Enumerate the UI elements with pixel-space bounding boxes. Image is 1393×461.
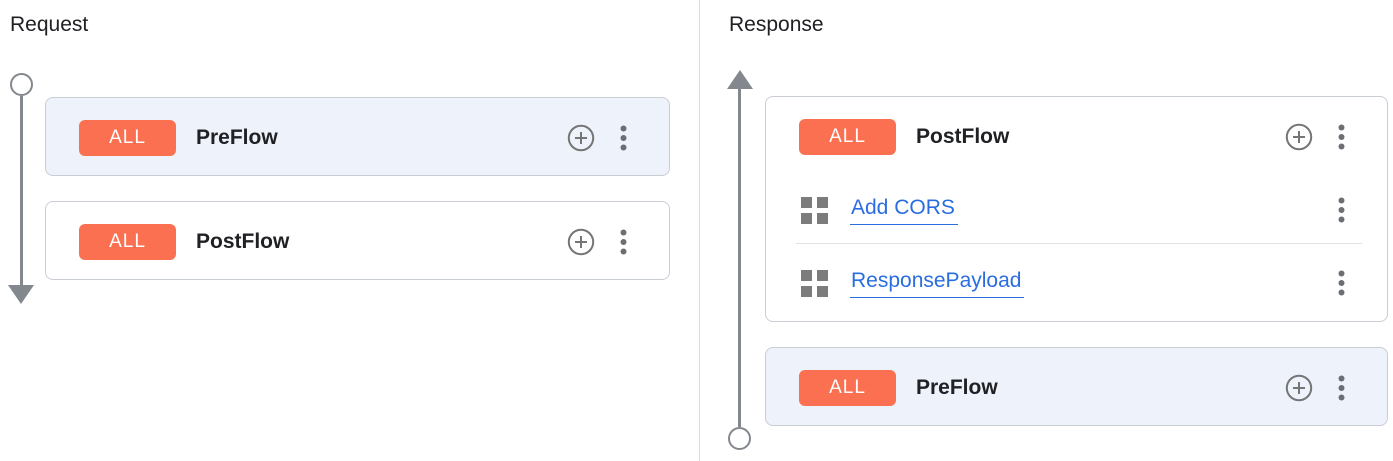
request-postflow-header: ALL PostFlow	[46, 202, 669, 281]
request-rail-line	[20, 96, 23, 286]
response-panel-title: Response	[729, 13, 824, 36]
request-preflow-header: ALL PreFlow	[46, 98, 669, 177]
response-rail-arrow-up-icon	[727, 70, 753, 89]
flow-actions	[566, 123, 627, 153]
policy-row-divider	[796, 243, 1362, 244]
flow-actions	[1284, 122, 1345, 152]
response-panel: Response ALL PostFlow	[700, 0, 1393, 461]
kebab-menu-icon	[1338, 124, 1345, 150]
flow-actions	[566, 227, 627, 257]
response-preflow-header: ALL PreFlow	[766, 348, 1387, 427]
flow-menu-button[interactable]	[620, 125, 627, 151]
kebab-menu-icon	[620, 229, 627, 254]
policy-grid-icon	[801, 196, 828, 224]
kebab-menu-icon	[1338, 270, 1345, 296]
add-policy-button[interactable]	[566, 227, 596, 257]
policy-menu-button[interactable]	[1338, 197, 1345, 223]
flow-name-label: PostFlow	[916, 125, 1010, 148]
request-rail-start-circle-icon	[10, 73, 33, 96]
panel-divider	[699, 0, 700, 461]
policy-row: ResponsePayload	[766, 244, 1387, 322]
response-rail-end-circle-icon	[728, 427, 751, 450]
response-postflow-header: ALL PostFlow	[766, 97, 1387, 177]
response-preflow-card[interactable]: ALL PreFlow	[765, 347, 1388, 426]
policy-menu-button[interactable]	[1338, 270, 1345, 296]
response-postflow-card[interactable]: ALL PostFlow	[765, 96, 1388, 322]
flow-actions	[1284, 373, 1345, 403]
kebab-menu-icon	[1338, 375, 1345, 400]
request-rail-arrow-down-icon	[8, 285, 34, 304]
flow-name-label: PreFlow	[196, 125, 278, 149]
policy-link[interactable]: ResponsePayload	[850, 269, 1025, 298]
policy-row: Add CORS	[766, 177, 1387, 243]
flow-name-label: PreFlow	[916, 375, 998, 399]
plus-circle-icon	[1285, 374, 1313, 401]
plus-circle-icon	[1285, 123, 1313, 151]
response-rail-line	[738, 89, 741, 427]
kebab-menu-icon	[620, 125, 627, 150]
request-panel-title: Request	[10, 13, 89, 36]
condition-badge: ALL	[79, 119, 176, 156]
flow-menu-button[interactable]	[1338, 375, 1345, 401]
condition-badge: ALL	[799, 369, 896, 406]
flow-name-label: PostFlow	[196, 229, 290, 253]
request-panel: Request ALL PreFlow	[8, 13, 670, 304]
add-policy-button[interactable]	[566, 123, 596, 153]
add-policy-button[interactable]	[1284, 122, 1314, 152]
flow-menu-button[interactable]	[620, 229, 627, 255]
policy-link[interactable]: Add CORS	[850, 196, 958, 225]
kebab-menu-icon	[1338, 197, 1345, 223]
condition-badge: ALL	[799, 119, 896, 155]
request-postflow-card[interactable]: ALL PostFlow	[45, 201, 670, 280]
policy-grid-icon	[801, 269, 828, 297]
plus-circle-icon	[567, 124, 595, 151]
plus-circle-icon	[567, 228, 595, 255]
request-preflow-card[interactable]: ALL PreFlow	[45, 97, 670, 176]
condition-badge: ALL	[79, 223, 176, 260]
add-policy-button[interactable]	[1284, 373, 1314, 403]
flow-menu-button[interactable]	[1338, 124, 1345, 150]
